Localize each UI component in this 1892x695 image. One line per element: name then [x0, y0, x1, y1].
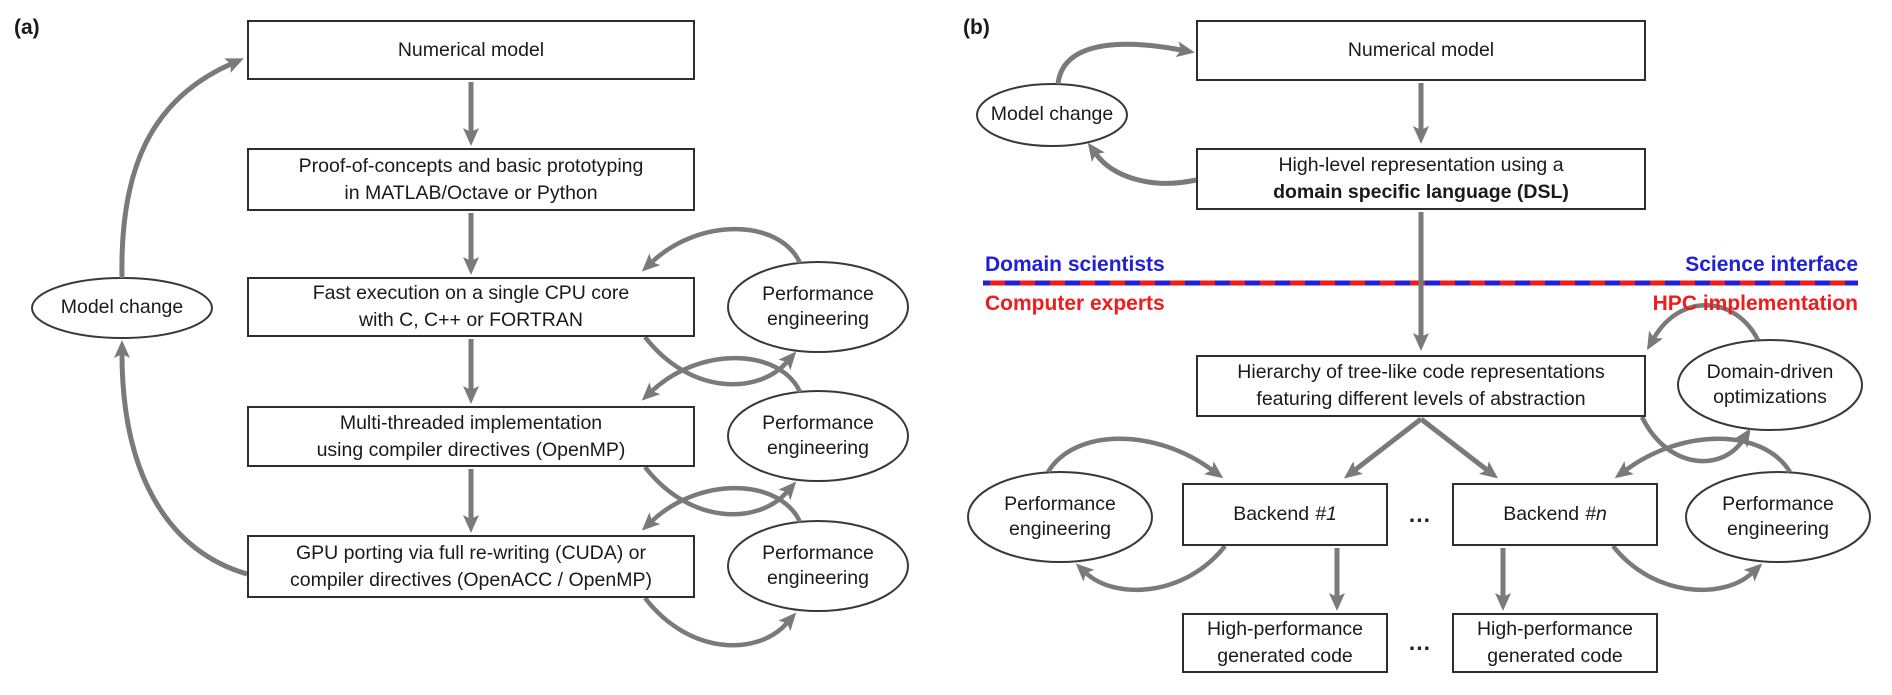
loop-perfleft-to-backend1 [1046, 436, 1224, 479]
arrow-modelchange-to-top-a [119, 58, 244, 279]
model-change-label-a: Model change [60, 296, 184, 318]
box-text: High-performance [1476, 618, 1634, 640]
arrow-gpu-to-modelchange-a [114, 340, 248, 577]
box-text: Fast execution on a single CPU core [312, 282, 630, 304]
generated-code-ellipsis-dots: ... [1408, 629, 1432, 655]
panel-b-arrows [1046, 41, 1792, 611]
perf-engineering-label-a3: Performance engineering [762, 542, 874, 589]
loop-a3-to-box [641, 485, 803, 531]
box-text: compiler directives (OpenACC / OpenMP) [290, 568, 652, 591]
box-text-bold: domain specific language (DSL) [1273, 181, 1569, 203]
box-b-backend-1: Backend #1 [1182, 483, 1388, 546]
perf-engineering-label-b-right: Performance engineering [1722, 493, 1834, 540]
perf-ellipse-a2 [727, 390, 909, 482]
separator-label-hpc-implementation: HPC implementation [1652, 292, 1858, 315]
box-text: Backend [1233, 503, 1310, 525]
box-text: High-performance [1206, 618, 1364, 640]
box-b-numerical-model: Numerical model [1196, 20, 1646, 81]
panel-a-label: (a) [14, 16, 40, 39]
loop-backend1-to-perfleft [1075, 544, 1227, 593]
model-change-label-b: Model change [990, 103, 1114, 125]
box-text-italic: #n [1585, 503, 1607, 525]
box-text: Backend [1503, 503, 1580, 525]
box-text: Numerical model [397, 38, 545, 61]
box-a-numerical-model: Numerical model [247, 20, 695, 80]
box-a-single-cpu: Fast execution on a single CPU core with… [247, 277, 695, 337]
box-text: generated code [1487, 645, 1623, 667]
box-b-backend-n: Backend #n [1452, 483, 1658, 546]
box-text: High-level representation using a [1278, 154, 1564, 176]
box-text: using compiler directives (OpenMP) [316, 438, 626, 461]
loop-a1-to-ellipse [643, 335, 797, 387]
panel-a-curves [114, 58, 803, 648]
box-text: Numerical model [1347, 39, 1495, 61]
arrow-modelchange-to-model-b [1055, 41, 1195, 85]
box-text: featuring different levels of abstractio… [1256, 388, 1586, 410]
panel-b-ellipses [967, 83, 1871, 563]
loop-domaindriven-to-hierarchy [1646, 303, 1761, 351]
box-b-generated-code-1: High-performance generated code [1182, 613, 1388, 673]
loop-a2-to-box [641, 355, 803, 401]
box-text: generated code [1217, 645, 1353, 667]
separator-label-science-interface: Science interface [1685, 253, 1858, 276]
separator-label-domain-scientists: Domain scientists [985, 253, 1165, 276]
arrow-dsl-to-modelchange-b [1087, 142, 1197, 186]
box-text: Hierarchy of tree-like code representati… [1237, 361, 1605, 383]
domain-driven-label: Domain-driven optimizations [1706, 361, 1834, 408]
arrow-hierarchy-to-backend1 [1343, 417, 1423, 479]
backend-ellipsis-dots: ... [1408, 501, 1432, 527]
perf-ellipse-b-right [1685, 471, 1871, 563]
box-text: Proof-of-concepts and basic prototyping [298, 154, 644, 177]
loop-perfright-to-backendn [1614, 436, 1792, 479]
box-b-dsl: High-level representation using a domain… [1196, 148, 1646, 210]
panel-b-label: (b) [963, 16, 990, 39]
loop-a1-to-box [641, 226, 803, 272]
box-text: in MATLAB/Octave or Python [344, 181, 598, 204]
model-change-ellipse-b [976, 83, 1128, 147]
box-b-generated-code-n: High-performance generated code [1452, 613, 1658, 673]
box-text: with C, C++ or FORTRAN [359, 309, 583, 331]
domain-driven-ellipse [1677, 339, 1863, 431]
perf-ellipse-a3 [727, 520, 909, 612]
loop-hierarchy-to-domaindriven [1639, 416, 1751, 464]
separator-label-computer-experts: Computer experts [985, 292, 1165, 315]
box-text-italic: #1 [1315, 503, 1337, 525]
box-text: GPU porting via full re-writing (CUDA) o… [295, 541, 646, 564]
loop-a2-to-ellipse [643, 465, 797, 517]
perf-engineering-label-b-left: Performance engineering [1004, 493, 1116, 540]
arrow-hierarchy-to-backendn [1419, 417, 1499, 479]
panel-a-ellipses [31, 261, 909, 612]
perf-engineering-label-a1: Performance engineering [762, 283, 874, 330]
loop-a3-to-ellipse [643, 596, 797, 648]
box-text: Multi-threaded implementation [339, 411, 603, 434]
box-b-hierarchy: Hierarchy of tree-like code representati… [1196, 355, 1646, 417]
box-a-multithreaded: Multi-threaded implementation using comp… [247, 406, 695, 467]
perf-ellipse-b-left [967, 471, 1153, 563]
loop-backendn-to-perfright [1611, 544, 1763, 593]
box-a-prototyping: Proof-of-concepts and basic prototyping … [247, 148, 695, 211]
box-a-gpu-porting: GPU porting via full re-writing (CUDA) o… [247, 535, 695, 598]
perf-engineering-label-a2: Performance engineering [762, 412, 874, 459]
perf-ellipse-a1 [727, 261, 909, 353]
